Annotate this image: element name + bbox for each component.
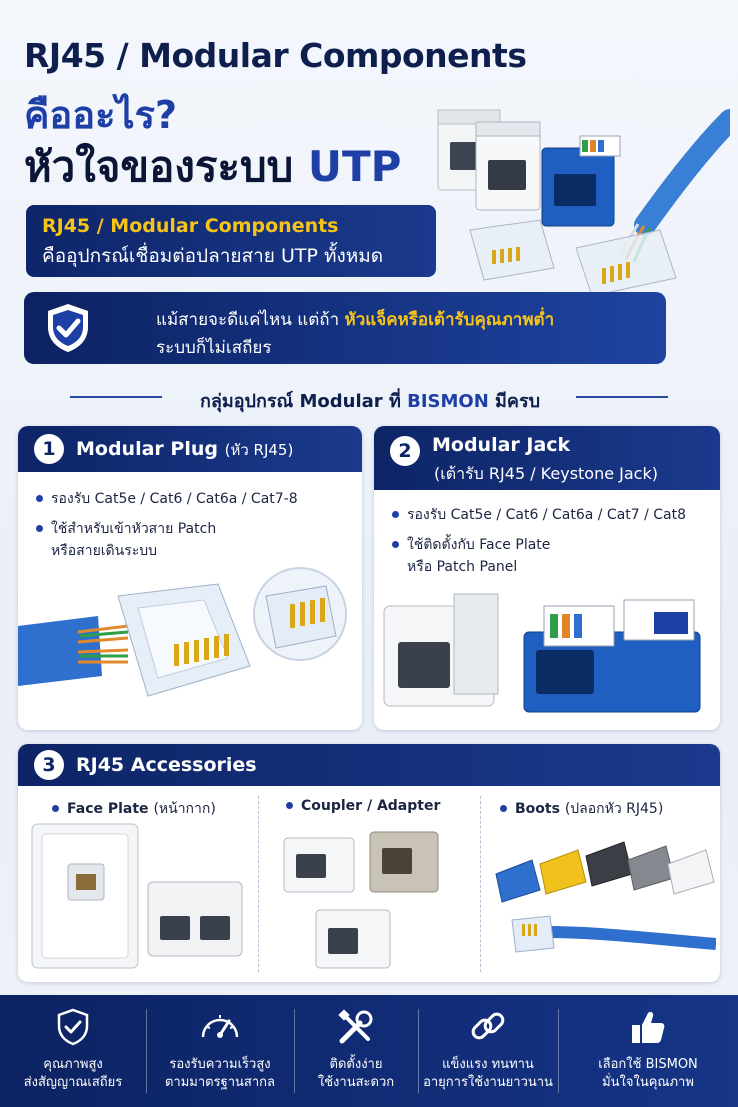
group-heading-prefix: กลุ่มอุปกรณ์ Modular ที่ — [199, 391, 408, 412]
coupler-illustration — [283, 831, 439, 969]
speedometer-icon — [201, 1015, 239, 1038]
feature-title: รองรับความเร็วสูง — [169, 1057, 271, 1072]
rj45-plug-2 — [575, 229, 677, 297]
thumbs-up-icon — [632, 1012, 665, 1043]
coupler-metal — [369, 831, 439, 893]
definition-term: RJ45 / Modular Components — [42, 215, 339, 237]
coupler-white-2 — [315, 909, 391, 969]
coupler-white-1 — [283, 837, 355, 893]
accessory-label-coupler: Coupler / Adapter — [286, 798, 440, 814]
patch-panel-blue — [523, 599, 701, 713]
feature-bar: คุณภาพสูง ส่งสัญญาณเสถียร รองรับความเร็ว… — [0, 995, 738, 1107]
group-heading-text: กลุ่มอุปกรณ์ Modular ที่ BISMON มีครบ — [170, 386, 570, 415]
group-heading: กลุ่มอุปกรณ์ Modular ที่ BISMON มีครบ — [70, 382, 668, 412]
column-divider — [480, 796, 481, 972]
boots-illustration — [495, 841, 716, 953]
bullet-continuation: หรือ Patch Panel — [407, 559, 518, 575]
shield-check-icon — [57, 1008, 89, 1046]
face-plate-illustration — [31, 823, 243, 969]
card-number-badge: 1 — [34, 434, 64, 464]
card-header: 3 RJ45 Accessories — [18, 744, 720, 786]
feature-title: ติดตั้งง่าย — [329, 1057, 383, 1072]
feature-subtitle: ใช้งานสะดวก — [317, 1075, 395, 1090]
bullet-continuation: หรือสายเดินระบบ — [51, 543, 158, 559]
alert-line1-prefix: แม้สายจะดีแค่ไหน แต่ถ้า — [156, 310, 345, 330]
accessory-label-face-plate: Face Plate (หน้ากาก) — [52, 798, 216, 820]
tools-icon — [338, 1009, 373, 1044]
accessory-note: (ปลอกหัว RJ45) — [564, 801, 664, 817]
keystone-jack-blue — [541, 135, 621, 227]
quality-alert-banner: แม้สายจะดีแค่ไหน แต่ถ้า หัวแจ็คหรือเต้าร… — [24, 292, 666, 364]
bullet-item: ใช้ติดตั้งกับ Face Plate — [392, 534, 550, 556]
accessory-label-boots: Boots (ปลอกหัว RJ45) — [500, 798, 663, 820]
group-heading-suffix: มีครบ — [488, 391, 541, 412]
hero-product-illustration — [437, 109, 730, 297]
accessory-name: Boots — [515, 801, 560, 817]
card-modular-plug: 1 Modular Plug (หัว RJ45) รองรับ Cat5e /… — [18, 426, 362, 730]
title3-prefix: หัวใจของระบบ — [24, 142, 308, 191]
feature-speed: รองรับความเร็วสูง ตามมาตรฐานสากล — [146, 995, 294, 1107]
card-title: RJ45 Accessories — [76, 754, 257, 776]
feature-quality: คุณภาพสูง ส่งสัญญาณเสถียร — [0, 995, 146, 1107]
accessory-note: (หน้ากาก) — [153, 801, 216, 817]
keystone-jack-white-2 — [475, 121, 541, 211]
divider-left — [70, 396, 162, 398]
page-title: RJ45 / Modular Components — [24, 36, 527, 75]
page-subtitle-question: คืออะไร? — [24, 93, 178, 137]
bullet-item: รองรับ Cat5e / Cat6 / Cat6a / Cat7-8 — [36, 488, 298, 510]
card-title: Modular Jack — [432, 434, 571, 456]
alert-line1-highlight: หัวแจ็คหรือเต้ารับคุณภาพต่ำ — [344, 310, 555, 330]
card-subtitle: (เต้ารับ RJ45 / Keystone Jack) — [434, 464, 658, 483]
accessory-name: Face Plate — [67, 801, 149, 817]
feature-installation: ติดตั้งง่าย ใช้งานสะดวก — [294, 995, 418, 1107]
keystone-jack-white — [383, 593, 499, 707]
bullet-text: รองรับ Cat5e / Cat6 / Cat6a / Cat7 / Cat… — [407, 507, 687, 523]
divider-right — [576, 396, 668, 398]
rj45-plug-1 — [469, 219, 555, 281]
card-rj45-accessories: 3 RJ45 Accessories Face Plate (หน้ากาก) … — [18, 744, 720, 982]
shield-check-icon — [48, 304, 88, 352]
card-subtitle: (หัว RJ45) — [224, 441, 294, 459]
modular-plug-illustration — [18, 567, 347, 697]
card-number-badge: 2 — [390, 436, 420, 466]
feature-title: คุณภาพสูง — [43, 1057, 103, 1072]
feature-subtitle: อายุการใช้งานยาวนาน — [423, 1075, 553, 1090]
feature-title: แข็งแรง ทนทาน — [442, 1057, 534, 1072]
feature-choose-bismon: เลือกใช้ BISMON มั่นใจในคุณภาพ — [558, 995, 738, 1107]
bullet-text: ใช้สำหรับเข้าหัวสาย Patch — [51, 521, 217, 537]
bullet-item: ใช้สำหรับเข้าหัวสาย Patch — [36, 518, 216, 540]
feature-subtitle: ตามมาตรฐานสากล — [164, 1075, 276, 1090]
feature-subtitle: มั่นใจในคุณภาพ — [602, 1075, 694, 1090]
feature-title: เลือกใช้ BISMON — [598, 1057, 698, 1072]
column-divider — [258, 796, 259, 972]
feature-subtitle: ส่งสัญญาณเสถียร — [23, 1075, 123, 1090]
bullet-text: รองรับ Cat5e / Cat6 / Cat6a / Cat7-8 — [51, 491, 298, 507]
bullet-item: รองรับ Cat5e / Cat6 / Cat6a / Cat7 / Cat… — [392, 504, 686, 526]
page-subtitle-heart: หัวใจของระบบ UTP — [24, 134, 401, 200]
group-heading-brand: BISMON — [407, 391, 489, 412]
card-title: Modular Plug (หัว RJ45) — [76, 438, 293, 462]
chain-link-icon — [471, 1012, 505, 1040]
card-header: 2 Modular Jack (เต้ารับ RJ45 / Keystone … — [374, 426, 720, 490]
title3-highlight: UTP — [307, 142, 402, 191]
alert-line2: ระบบก็ไม่เสถียร — [156, 338, 272, 358]
definition-box: RJ45 / Modular Components คืออุปกรณ์เชื่… — [26, 205, 436, 277]
card-title-text: Modular Plug — [76, 438, 218, 460]
accessory-name: Coupler / Adapter — [301, 798, 441, 814]
card-number-badge: 3 — [34, 750, 64, 780]
definition-text: คืออุปกรณ์เชื่อมต่อปลายสาย UTP ทั้งหมด — [42, 245, 384, 267]
modular-jack-illustration — [383, 593, 701, 713]
alert-line1: แม้สายจะดีแค่ไหน แต่ถ้า หัวแจ็คหรือเต้าร… — [156, 306, 554, 333]
feature-durability: แข็งแรง ทนทาน อายุการใช้งานยาวนาน — [418, 995, 558, 1107]
card-header: 1 Modular Plug (หัว RJ45) — [18, 426, 362, 472]
card-modular-jack: 2 Modular Jack (เต้ารับ RJ45 / Keystone … — [374, 426, 720, 730]
bullet-text: ใช้ติดตั้งกับ Face Plate — [407, 537, 551, 553]
